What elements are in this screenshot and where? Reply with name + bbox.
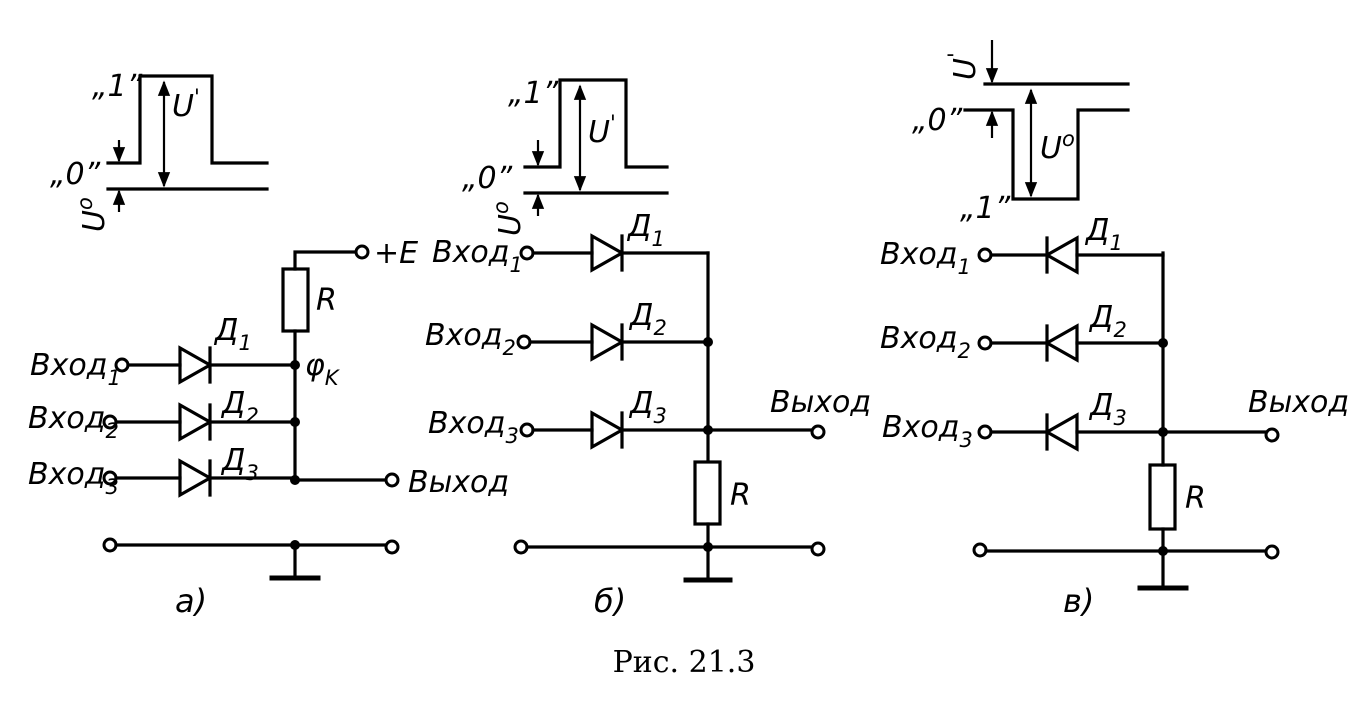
panel-a-level-zero-label: „0” xyxy=(50,157,101,192)
panel-c-input-3-terminal[interactable] xyxy=(977,424,993,440)
panel-c-pulse xyxy=(963,108,1130,201)
panel-b-ground-right-terminal[interactable] xyxy=(810,541,826,557)
panel-b-ground-left-terminal[interactable] xyxy=(513,539,529,555)
panel-b-output-terminal[interactable] xyxy=(810,424,826,440)
panel-b-pulse xyxy=(523,78,669,169)
panel-c-resistor xyxy=(1148,463,1177,531)
panel-c-output-terminal[interactable] xyxy=(1264,427,1280,443)
panel-c-ground-right-terminal[interactable] xyxy=(1264,544,1280,560)
panel-c-diode-3 xyxy=(1043,412,1079,452)
panel-b-level-zero-label: „0” xyxy=(462,161,513,196)
panel-c-output-label: Выход xyxy=(1248,385,1349,420)
panel-b: „1” „0” U' Uo Вход1 Д1 Вход2 Д2 Вход3 Д3 xyxy=(425,76,871,620)
panel-a-input-3: Вход3 Д3 xyxy=(28,443,297,499)
panel-a-diode-1 xyxy=(178,345,214,385)
panel-a-output-terminal[interactable] xyxy=(384,472,400,488)
panel-c-level-zero-label: „0” xyxy=(912,103,963,138)
panel-b-output-label: Выход xyxy=(770,385,871,420)
panel-b-input-2-terminal[interactable] xyxy=(516,334,532,350)
panel-a-node-2 xyxy=(290,417,300,427)
panel-b-diode-1-label: Д1 xyxy=(626,209,665,251)
panel-a-diode-2 xyxy=(178,402,214,442)
panel-a-node-1 xyxy=(290,360,300,370)
panel-c-waveform: U' „0” „1” Uo xyxy=(912,40,1130,226)
panel-a-pulse xyxy=(106,74,269,165)
panel-b-input-3-label: Вход3 xyxy=(428,406,519,448)
panel-a-ground-left-terminal[interactable] xyxy=(102,537,118,553)
panel-a-input-2-label: Вход2 xyxy=(28,401,119,443)
panel-b-u-high-label: U' xyxy=(588,111,616,150)
panel-b-node-2 xyxy=(703,337,713,347)
panel-c-input-2-label: Вход2 xyxy=(880,321,971,363)
panel-a-supply-wire xyxy=(293,250,357,271)
panel-a-resistor-label: R xyxy=(316,283,337,318)
panel-c-input-2: Вход2 Д2 xyxy=(880,300,1165,363)
panel-b-diode-2 xyxy=(590,322,626,362)
panel-a-level-one-label: „1” xyxy=(92,69,143,104)
panel-a-waveform: „1” „0” U' Uo xyxy=(50,69,269,232)
panel-b-waveform: „1” „0” U' Uo xyxy=(462,76,669,236)
panel-c-diode-1-label: Д1 xyxy=(1084,213,1123,255)
panel-b-diode-1 xyxy=(590,233,626,273)
panel-c-input-3-label: Вход3 xyxy=(882,410,973,452)
panel-c-u-high-label: U' xyxy=(944,52,983,80)
panel-b-part-label: б) xyxy=(594,582,626,620)
panel-a-resistor xyxy=(281,267,310,333)
panel-c-u-low-label: Uo xyxy=(1040,127,1075,166)
panel-c-level-one-label: „1” xyxy=(960,191,1011,226)
panel-b-input-2: Вход2 Д2 xyxy=(425,298,710,362)
panel-a-output-label: Выход xyxy=(408,465,509,500)
panel-a-input-2: Вход2 Д2 xyxy=(28,386,297,443)
panel-b-resistor xyxy=(693,460,722,526)
panel-c-ground-left-terminal[interactable] xyxy=(972,542,988,558)
figure-caption: Рис. 21.3 xyxy=(613,645,756,680)
panel-c-diode-1 xyxy=(1043,235,1079,275)
panel-c-diode-3-label: Д3 xyxy=(1088,388,1127,430)
panel-a-supply-label: +E xyxy=(374,236,418,271)
panel-c-input-1: Вход1 Д1 xyxy=(880,213,1165,279)
panel-a-diode-3 xyxy=(178,458,214,498)
panel-a-node-potential-label: φK xyxy=(305,348,341,390)
panel-c-input-1-terminal[interactable] xyxy=(977,247,993,263)
panel-c-part-label: в) xyxy=(1063,582,1094,620)
panel-b-u-low-label: Uo xyxy=(489,201,528,236)
panel-a-input-1-label: Вход1 xyxy=(30,348,121,390)
panel-b-input-1: Вход1 Д1 xyxy=(432,209,710,277)
panel-c-input-1-label: Вход1 xyxy=(880,237,971,279)
panel-b-input-1-label: Вход1 xyxy=(432,235,523,277)
panel-c-resistor-label: R xyxy=(1185,481,1206,516)
panel-a-input-1: Вход1 Д1 xyxy=(30,313,297,390)
panel-b-input-3-terminal[interactable] xyxy=(519,422,535,438)
panel-b-diode-2-label: Д2 xyxy=(628,298,667,340)
panel-a-u-high-label: U' xyxy=(172,85,200,124)
panel-a-diode-3-label: Д3 xyxy=(220,443,259,485)
panel-a-diode-2-label: Д2 xyxy=(220,386,259,428)
panel-a-u-low-label: Uo xyxy=(73,197,112,232)
panel-c-node-2 xyxy=(1158,338,1168,348)
panel-b-diode-3-label: Д3 xyxy=(628,386,667,428)
panel-c-diode-2 xyxy=(1043,323,1079,363)
panel-a-diode-1-label: Д1 xyxy=(213,313,252,355)
panel-b-input-3: Вход3 Д3 xyxy=(428,386,710,450)
panel-b-diode-3 xyxy=(590,410,626,450)
panel-c: U' „0” „1” Uo Вход1 Д1 Вход2 Д2 Вход3 Д3 xyxy=(880,40,1349,620)
panel-a: „1” „0” U' Uo +E R Вход1 Д1 Вход2 Д2 xyxy=(28,69,509,620)
panel-a-supply-terminal[interactable] xyxy=(354,244,370,260)
panel-c-diode-2-label: Д2 xyxy=(1088,300,1127,342)
panel-a-input-3-label: Вход3 xyxy=(28,457,119,499)
panel-b-resistor-label: R xyxy=(730,478,751,513)
panel-a-ground-right-terminal[interactable] xyxy=(384,539,400,555)
panel-a-part-label: a) xyxy=(175,582,207,620)
panel-c-input-2-terminal[interactable] xyxy=(977,335,993,351)
panel-b-input-2-label: Вход2 xyxy=(425,318,516,360)
panel-c-input-3: Вход3 Д3 xyxy=(882,388,1165,452)
panel-b-level-one-label: „1” xyxy=(508,76,559,111)
